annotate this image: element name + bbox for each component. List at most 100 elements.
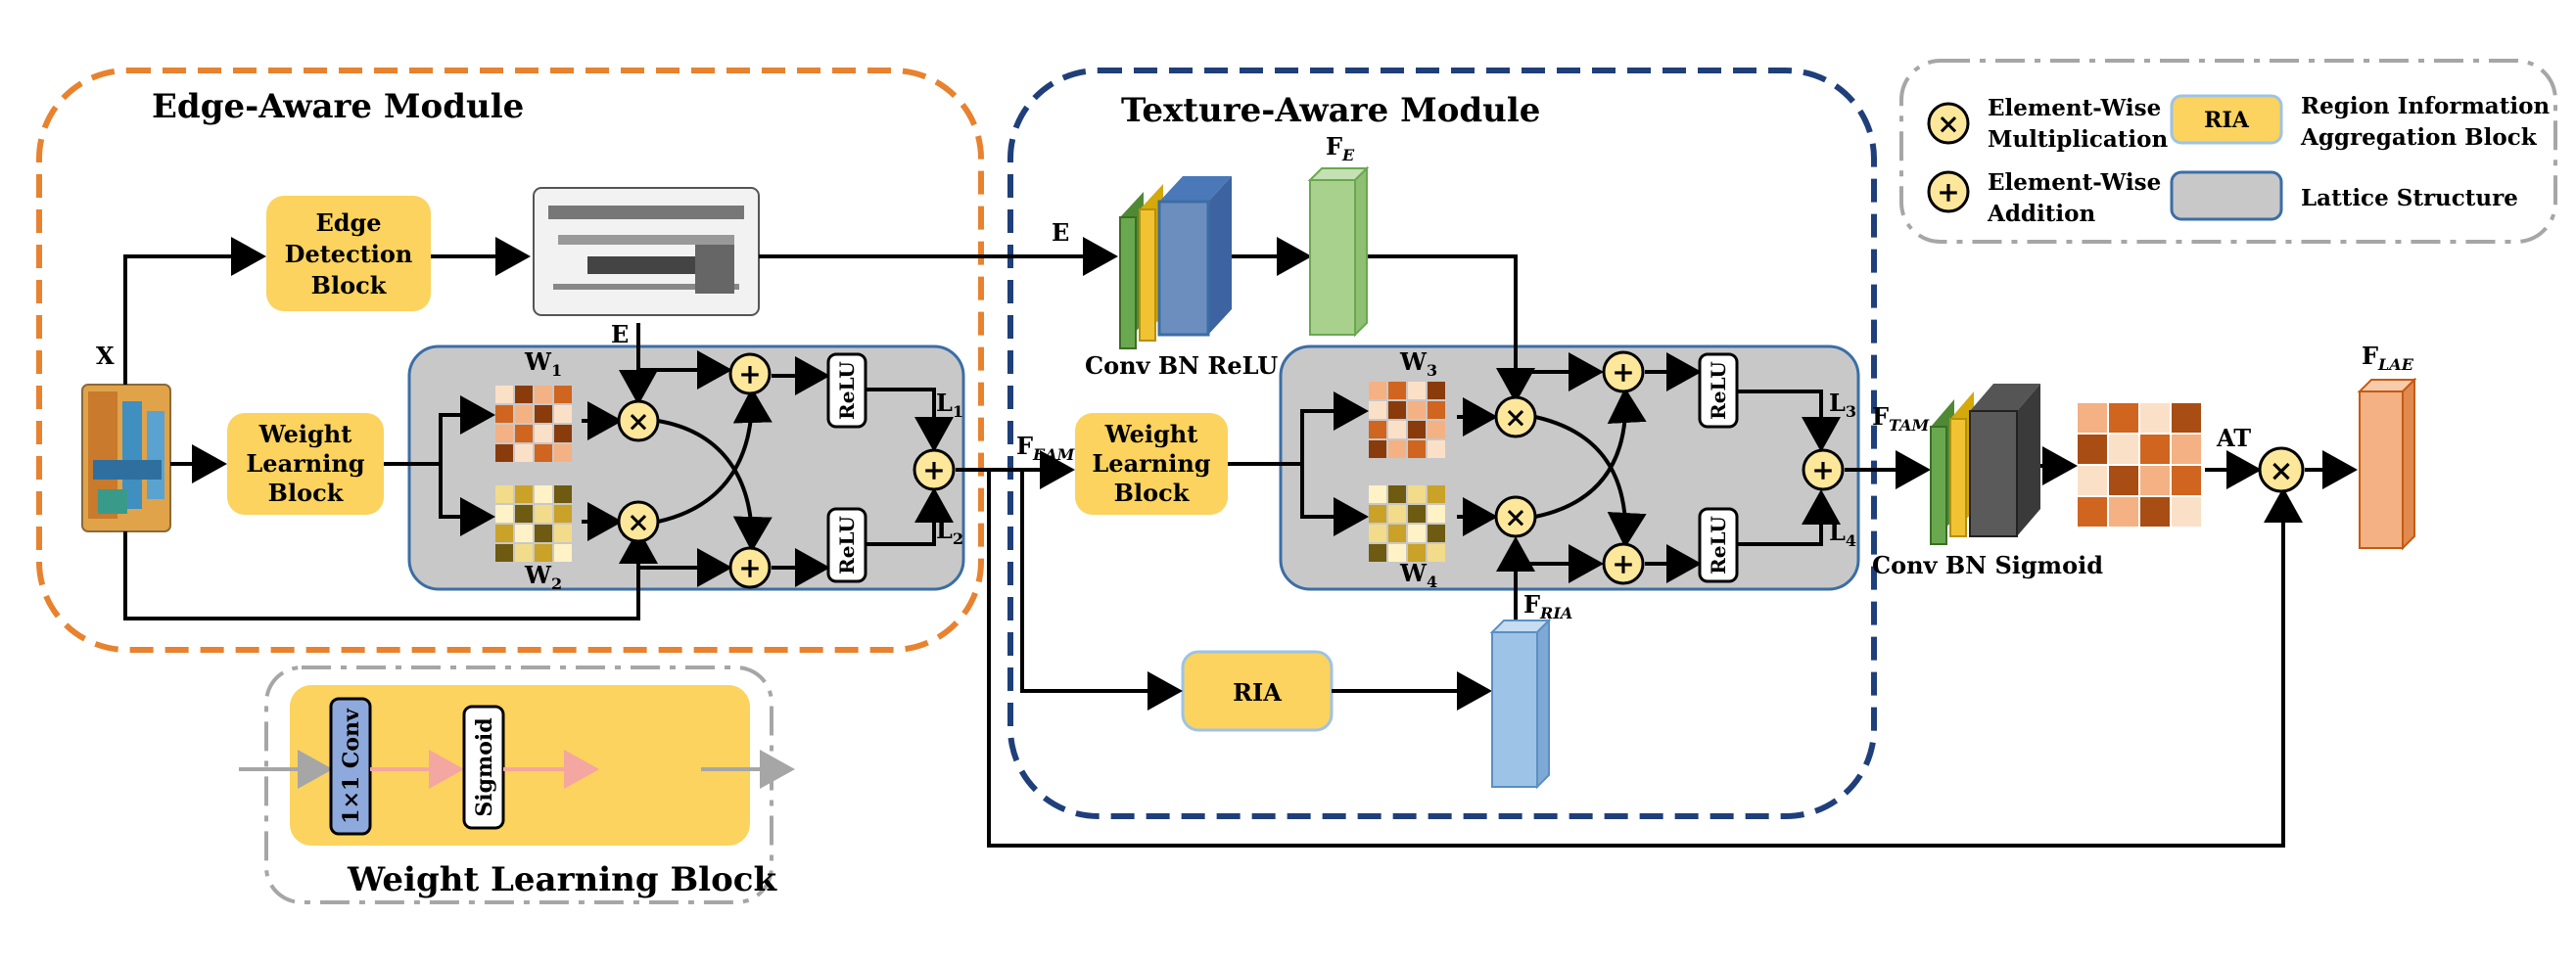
mult2-cross-add1 [657, 388, 773, 524]
edge-aware-module-title: Edge-Aware Module [152, 87, 524, 126]
feature-fe [1307, 165, 1370, 338]
mult-op-2: × [617, 500, 660, 543]
edge-detection-block [266, 196, 431, 311]
relu-box-1: ReLU [826, 352, 867, 429]
weight-cell [495, 405, 513, 423]
weight-cell [554, 525, 572, 542]
weight-learning-block-eam [227, 413, 384, 515]
wlb-to-split [384, 395, 495, 466]
add-op-3: + [1602, 350, 1645, 393]
edge-detection-line1: Edge [315, 208, 381, 237]
legend-mult-line1: Element-Wise [1988, 95, 2161, 121]
svg-text:+: + [1811, 454, 1834, 486]
svg-text:×: × [1937, 108, 1959, 140]
label-l4: L4 [1829, 518, 1856, 550]
relu1-to-add [866, 388, 954, 452]
weight-cell [554, 444, 572, 462]
mult-op-final: × [2258, 446, 2305, 493]
lattice-structure-eam [407, 344, 965, 591]
svg-text:+: + [1612, 548, 1634, 580]
weight-cell [1369, 382, 1386, 399]
weight-cell [1408, 505, 1426, 523]
weight-cell [515, 405, 533, 423]
weight-cell [2140, 403, 2170, 433]
weight-cell [554, 505, 572, 523]
weight-cell [554, 386, 572, 403]
input-xray-image [81, 384, 171, 532]
weight-cell [1388, 382, 1406, 399]
legend-add-icon: + [1927, 170, 1970, 213]
relu3-to-add [1737, 390, 1841, 452]
weight-cell [535, 386, 552, 403]
weight-cell [1428, 401, 1445, 419]
relu-box-3: ReLU [1698, 352, 1739, 429]
weight-cell [2140, 497, 2170, 527]
weight-cell [1408, 421, 1426, 438]
svg-text:×: × [627, 506, 649, 538]
weight-map-w4 [1369, 485, 1445, 562]
add-op-1: + [728, 352, 772, 395]
wlb-tam-to-split [1228, 391, 1369, 466]
conv-bn-sigmoid-label: Conv BN Sigmoid [1872, 551, 2103, 579]
weight-cell [1428, 382, 1445, 399]
label-e-eam: E [611, 320, 629, 348]
weight-cell [1388, 401, 1406, 419]
weight-cell [535, 544, 552, 562]
feam-to-ria [1020, 470, 1183, 711]
weight-cell [2078, 403, 2107, 433]
weight-learning-block-title: Weight Learning Block [347, 860, 777, 899]
weight-cell [1369, 544, 1386, 562]
weight-cell [1388, 505, 1406, 523]
weight-cell [1428, 525, 1445, 542]
weight-cell [495, 485, 513, 503]
label-fe: FE [1326, 132, 1355, 164]
weight-cell [2109, 435, 2138, 464]
legend-add-line2: Addition [1987, 201, 2095, 227]
legend-mult-icon: × [1927, 102, 1970, 145]
svg-text:ReLU: ReLU [1707, 516, 1730, 574]
weight-cell [535, 505, 552, 523]
label-l2: L2 [936, 516, 963, 548]
edge-detection-line3: Block [311, 271, 388, 299]
weight-cell [495, 544, 513, 562]
weight-cell [1388, 421, 1406, 438]
weight-cell [515, 386, 533, 403]
svg-text:Sigmoid: Sigmoid [472, 717, 497, 816]
svg-text:×: × [627, 405, 649, 437]
weight-cell [535, 425, 552, 442]
weight-cell [1369, 485, 1386, 503]
mult-op-1: × [617, 399, 660, 442]
svg-text:×: × [1504, 401, 1526, 434]
weight-cell [1428, 544, 1445, 562]
weight-cell [2172, 497, 2201, 527]
mult-op-4: × [1494, 495, 1537, 538]
weight-cell [1369, 505, 1386, 523]
svg-text:ReLU: ReLU [835, 361, 859, 420]
relu-box-2: ReLU [826, 507, 867, 583]
legend-ria-line2: Aggregation Block [2300, 124, 2538, 151]
weight-cell [535, 405, 552, 423]
legend-mult-line2: Multiplication [1988, 126, 2168, 153]
weight-cell [515, 444, 533, 462]
weight-cell [515, 485, 533, 503]
label-at: AT [2216, 424, 2251, 452]
weight-cell [2109, 403, 2138, 433]
mult4-cross-add3 [1534, 388, 1647, 519]
weight-cell [2140, 435, 2170, 464]
weight-cell [535, 444, 552, 462]
weight-cell [1388, 485, 1406, 503]
weight-cell [1388, 544, 1406, 562]
lattice-structure-tam [1279, 344, 1860, 591]
wlb-tam-line3: Block [1114, 479, 1191, 507]
add-op-tam-out: + [1802, 448, 1845, 491]
weight-cell [1388, 440, 1406, 458]
weight-cell [515, 525, 533, 542]
svg-text:ReLU: ReLU [1707, 361, 1730, 420]
legend-lattice-swatch [2170, 170, 2283, 221]
texture-aware-module-title: Texture-Aware Module [1121, 91, 1540, 130]
weight-cell [535, 485, 552, 503]
weight-cell [1428, 485, 1445, 503]
weight-cell [1369, 440, 1386, 458]
wlb-detail-background [290, 685, 750, 846]
